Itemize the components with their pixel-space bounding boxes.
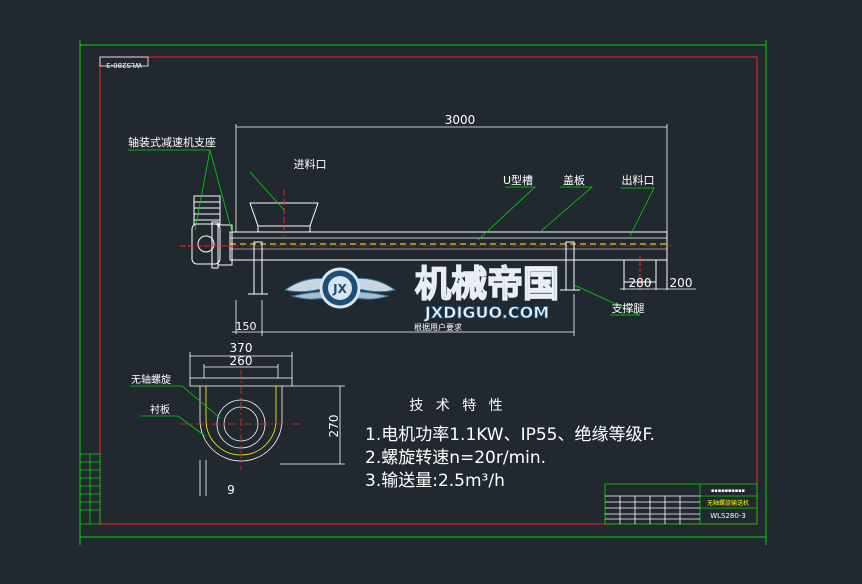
title-block: [604, 483, 758, 525]
label-outlet: 出料口: [622, 173, 655, 187]
svg-text:▪▪▪▪▪▪▪▪▪▪: ▪▪▪▪▪▪▪▪▪▪: [711, 488, 745, 494]
tech-line-3: 3.输送量:2.5m³/h: [365, 471, 505, 491]
tech-title: 技 术 特 性: [409, 398, 506, 414]
section-view: [130, 352, 345, 496]
watermark-site: JXDIGUO.COM: [424, 303, 549, 322]
label-u-trough: U型槽: [503, 173, 533, 187]
dim-9: 9: [227, 483, 235, 497]
dim-150: 150: [236, 320, 257, 333]
dim-280: 280: [629, 276, 652, 290]
tech-line-1: 1.电机功率1.1KW、IP55、绝缘等级F.: [365, 425, 655, 445]
inner-frame: [99, 56, 758, 525]
svg-text:JX: JX: [332, 282, 347, 296]
corner-code: WLS280-3: [106, 61, 142, 69]
dim-370: 370: [230, 341, 253, 355]
tech-line-2: 2.螺旋转速n=20r/min.: [365, 448, 546, 468]
outer-frame: [79, 44, 767, 538]
title-block-name: 无轴螺旋输送机: [707, 499, 749, 507]
label-liner: 衬板: [150, 403, 170, 416]
label-cover: 盖板: [563, 173, 585, 187]
revision-table: [79, 453, 101, 525]
dim-260: 260: [230, 354, 253, 368]
watermark-logo: JX: [283, 267, 397, 309]
label-motor-support: 轴装式减速机支座: [128, 135, 216, 149]
label-shaftless-screw: 无轴螺旋: [131, 373, 171, 386]
dim-200: 200: [670, 276, 693, 290]
title-block-code: WLS280-3: [710, 512, 746, 520]
support-legs: [248, 241, 580, 295]
dim-270: 270: [327, 415, 341, 438]
dim-3000: 3000: [445, 113, 476, 127]
label-support-leg: 支撑腿: [612, 301, 645, 315]
per-user-label: 根据用户要求: [414, 322, 462, 332]
label-inlet: 进料口: [294, 157, 327, 171]
watermark-brand: 机械帝国: [415, 264, 559, 305]
dimension-3000: [235, 124, 668, 232]
motor-reducer: [180, 195, 236, 269]
inlet-hopper: [249, 190, 319, 236]
bottom-dims: [232, 288, 696, 336]
conveyor-trough: [225, 231, 672, 261]
leader-lines: [128, 149, 655, 316]
